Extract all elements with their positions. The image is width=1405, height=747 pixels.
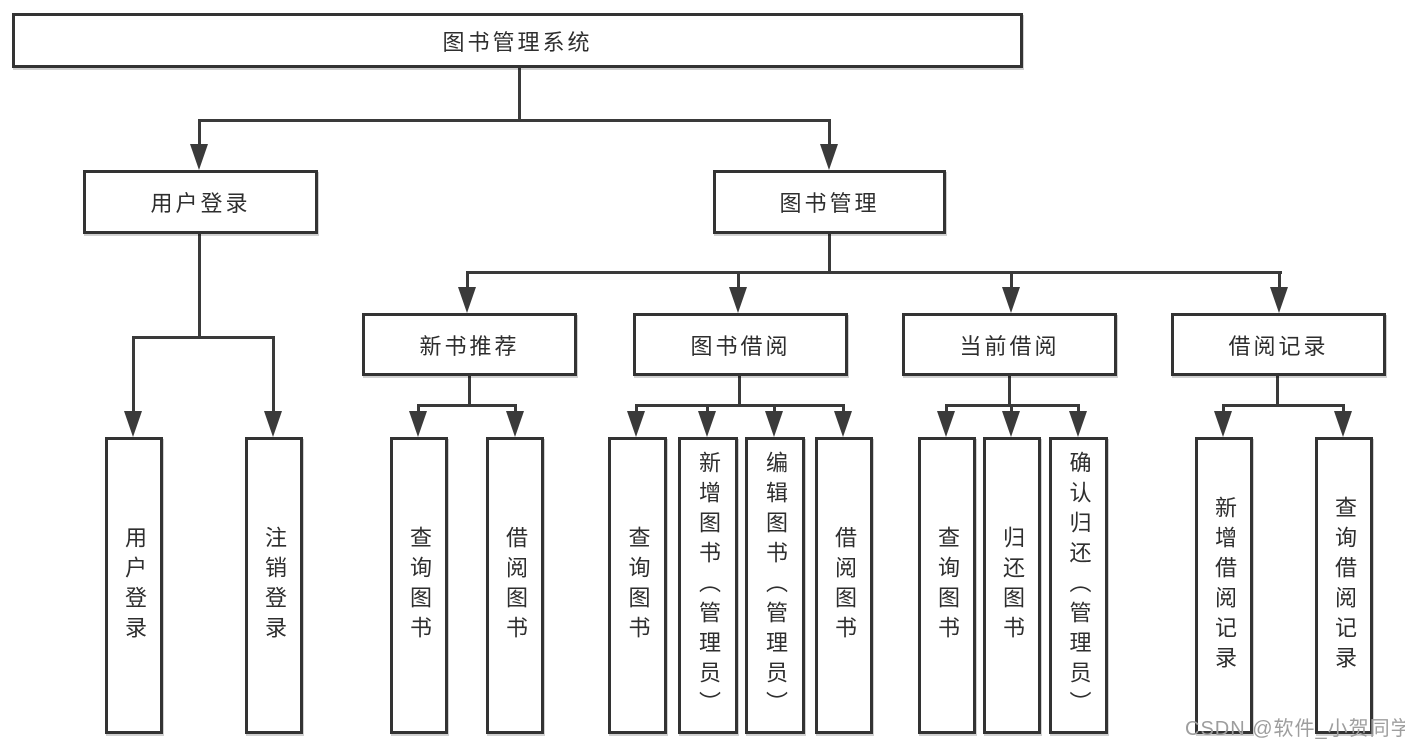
connector-drop-leaf (842, 404, 845, 416)
leaf-confirm-return-admin: 确认归还（管理员） (1049, 437, 1108, 734)
arrow-down-icon (190, 144, 208, 170)
connector-level3-hbar (466, 271, 1282, 274)
leaf-add-borrow-record: 新增借阅记录 (1195, 437, 1253, 734)
node-label: 图书借阅 (690, 333, 791, 359)
leaf-return-books: 归还图书 (983, 437, 1041, 734)
connector-drop-leaf (1222, 404, 1225, 416)
arrow-down-icon (1069, 411, 1087, 437)
leaf-logout: 注销登录 (245, 437, 303, 734)
node-label: 用户登录 (122, 525, 147, 646)
connector-root-stem (518, 66, 521, 121)
node-label: 确认归还（管理员） (1066, 450, 1092, 721)
node-label: 当前借阅 (959, 333, 1060, 359)
connector-drop-leaf (773, 404, 776, 416)
connector-drop-leaf (132, 336, 135, 416)
arrow-down-icon (506, 411, 524, 437)
arrow-down-icon (698, 411, 716, 437)
connector-drop-leaf (1342, 404, 1345, 416)
leaf-borrow-books: 借阅图书 (815, 437, 873, 734)
leaf-query-books-borrow: 查询图书 (608, 437, 667, 734)
arrow-down-icon (627, 411, 645, 437)
connector-drop-leaf (1010, 404, 1013, 416)
node-label: 新增借阅记录 (1212, 495, 1237, 676)
node-label: 新增图书（管理员） (696, 450, 721, 721)
node-label: 借阅图书 (503, 525, 528, 646)
leaf-user-login: 用户登录 (105, 437, 163, 734)
node-book-borrow: 图书借阅 (633, 313, 848, 376)
arrow-down-icon (1214, 411, 1232, 437)
leaf-add-book-admin: 新增图书（管理员） (678, 437, 738, 734)
arrow-down-icon (1334, 411, 1352, 437)
node-label: 查询借阅记录 (1332, 495, 1357, 676)
leaf-borrow-books-recommend: 借阅图书 (486, 437, 544, 734)
arrow-down-icon (729, 287, 747, 313)
leaf-edit-book-admin: 编辑图书（管理员） (745, 437, 805, 734)
node-label: 注销登录 (262, 525, 287, 646)
connector-user-login-stem (198, 233, 201, 336)
arrow-down-icon (124, 411, 142, 437)
connector-drop-leaf (417, 404, 420, 416)
node-label: 归还图书 (1000, 525, 1025, 646)
node-library-system: 图书管理系统 (12, 13, 1023, 68)
csdn-watermark: CSDN @软件_小贺同学 (1185, 718, 1405, 740)
arrow-down-icon (820, 144, 838, 170)
connector-book-borrow-stem (738, 375, 741, 407)
connector-current-borrow-stem (1008, 375, 1011, 407)
connector-user-login-hbar (132, 336, 275, 339)
connector-level2-hbar (198, 119, 831, 122)
connector-borrow-records-stem (1276, 375, 1279, 407)
node-label: 借阅图书 (832, 525, 857, 646)
node-label: 查询图书 (625, 525, 651, 646)
connector-drop-new-book (466, 271, 469, 291)
connector-drop-book-management (828, 119, 831, 149)
connector-drop-user-login (198, 119, 201, 149)
leaf-query-borrow-record: 查询借阅记录 (1315, 437, 1373, 734)
arrow-down-icon (1002, 411, 1020, 437)
node-label: 借阅记录 (1228, 333, 1329, 359)
node-current-borrow: 当前借阅 (902, 313, 1117, 376)
connector-drop-current-borrow (1010, 271, 1013, 291)
connector-drop-leaf (945, 404, 948, 416)
connector-drop-borrow-records (1278, 271, 1281, 291)
arrow-down-icon (409, 411, 427, 437)
node-borrow-records: 借阅记录 (1171, 313, 1386, 376)
node-label: 查询图书 (935, 525, 960, 646)
node-new-book-recommend: 新书推荐 (362, 313, 577, 376)
arrow-down-icon (1270, 287, 1288, 313)
leaf-query-books-current: 查询图书 (918, 437, 976, 734)
arrow-down-icon (765, 411, 783, 437)
node-label: 新书推荐 (419, 333, 520, 359)
node-label: 图书管理 (779, 191, 880, 216)
arrow-down-icon (834, 411, 852, 437)
connector-book-management-stem (828, 233, 831, 274)
leaf-query-books-recommend: 查询图书 (390, 437, 448, 734)
connector-drop-leaf (635, 404, 638, 416)
connector-drop-leaf (272, 336, 275, 416)
node-user-login: 用户登录 (83, 170, 318, 234)
node-label: 图书管理系统 (442, 29, 593, 55)
node-book-management: 图书管理 (713, 170, 946, 234)
connector-drop-leaf (514, 404, 517, 416)
arrow-down-icon (458, 287, 476, 313)
node-label: 查询图书 (407, 525, 432, 646)
arrow-down-icon (1002, 287, 1020, 313)
connector-book-borrow-hbar (635, 404, 845, 407)
connector-drop-book-borrow (737, 271, 740, 291)
arrow-down-icon (937, 411, 955, 437)
connector-new-book-hbar (417, 404, 517, 407)
connector-drop-leaf (706, 404, 709, 416)
node-label: 用户登录 (150, 191, 251, 216)
connector-drop-leaf (1077, 404, 1080, 416)
connector-new-book-stem (468, 375, 471, 407)
connector-borrow-records-hbar (1222, 404, 1345, 407)
node-label: 编辑图书（管理员） (763, 450, 788, 721)
arrow-down-icon (264, 411, 282, 437)
